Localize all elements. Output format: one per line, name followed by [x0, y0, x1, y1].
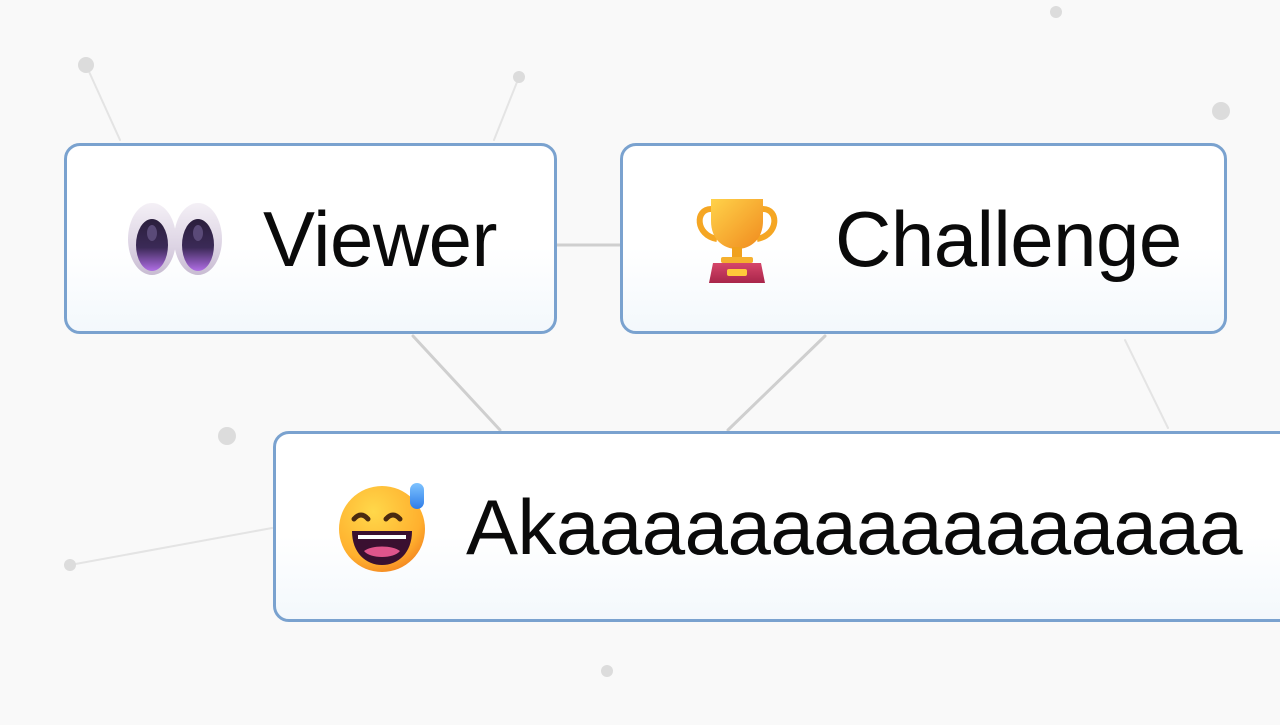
background-dot	[1212, 102, 1230, 120]
link-line-viewer-result	[411, 334, 502, 432]
background-dot	[513, 71, 525, 83]
grinning-face-with-sweat-icon	[336, 479, 432, 575]
element-card-viewer[interactable]: Viewer	[64, 143, 557, 334]
background-dot	[601, 665, 613, 677]
background-dot	[78, 57, 94, 73]
element-label-viewer: Viewer	[263, 194, 498, 283]
background-link-line	[493, 76, 520, 141]
element-card-challenge[interactable]: Challenge	[620, 143, 1227, 334]
background-dot	[218, 427, 236, 445]
background-dot	[1050, 6, 1062, 18]
background-dot	[64, 559, 76, 571]
element-label-challenge: Challenge	[835, 194, 1182, 283]
background-link-line	[85, 64, 121, 141]
eyes-icon	[127, 191, 223, 287]
background-link-line	[69, 527, 273, 566]
link-line-challenge-result	[726, 334, 827, 432]
element-label-result: Akaaaaaaaaaaaaaaaa	[466, 482, 1243, 571]
background-link-line	[1124, 339, 1169, 429]
trophy-icon	[689, 191, 785, 287]
element-card-result[interactable]: Akaaaaaaaaaaaaaaaa	[273, 431, 1280, 622]
